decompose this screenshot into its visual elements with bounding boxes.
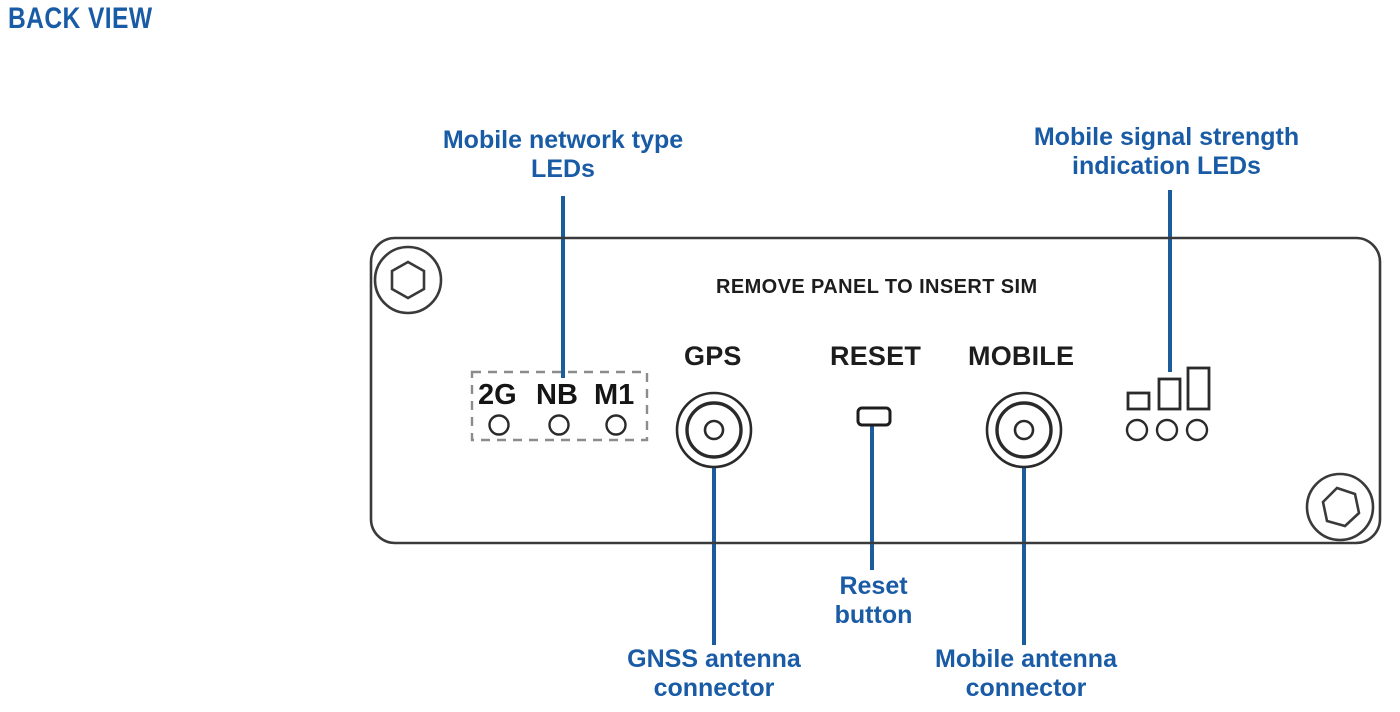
device-panel-outline	[369, 236, 1382, 545]
network-led-label-m1: M1	[594, 379, 635, 411]
callout-mobile-antenna-connector: Mobile antenna connector	[935, 645, 1117, 702]
signal-led-indicator-2	[1155, 418, 1179, 442]
gps-port-label: GPS	[684, 341, 742, 371]
screw-bottom-right-ring	[1305, 472, 1375, 542]
signal-led-indicators	[1125, 418, 1209, 442]
gps-connector-pin	[703, 419, 725, 441]
reset-port-label: RESET	[830, 341, 922, 371]
gps-connector-inner-ring	[685, 401, 743, 459]
signal-strength-bars	[1126, 366, 1211, 411]
mobile-connector[interactable]	[985, 391, 1063, 469]
callout-gnss-antenna-connector: GNSS antenna connector	[627, 645, 801, 702]
mobile-connector-outer-ring	[985, 391, 1063, 469]
gps-connector-outer-ring	[675, 391, 753, 469]
screw-top-left	[373, 245, 443, 315]
leader-lines	[561, 190, 1172, 645]
callout-mobile-network-type-leds: Mobile network type LEDs	[442, 126, 684, 183]
reset-button-slot[interactable]	[856, 406, 892, 427]
mobile-connector-inner-ring	[995, 401, 1053, 459]
signal-led-indicator-1	[1125, 418, 1149, 442]
screw-bottom-right	[1305, 472, 1375, 542]
signal-led-indicator-3	[1185, 418, 1209, 442]
callout-mobile-signal-strength-leds: Mobile signal strength indication LEDs	[1033, 123, 1300, 180]
led-indicator-m1	[605, 414, 627, 436]
callout-reset-button: Reset button	[834, 572, 913, 629]
page-title: BACK VIEW	[8, 2, 153, 35]
mobile-port-label: MOBILE	[968, 341, 1075, 371]
led-indicator-nb	[548, 414, 570, 436]
network-leds-dashed-box	[470, 370, 649, 442]
sim-notice-text: REMOVE PANEL TO INSERT SIM	[716, 276, 1038, 298]
screw-top-left-hex	[390, 260, 426, 300]
network-led-label-nb: NB	[536, 379, 578, 411]
mobile-connector-pin	[1013, 419, 1035, 441]
signal-bar-2	[1157, 377, 1182, 411]
led-indicator-2g	[488, 414, 510, 436]
signal-bar-3	[1186, 366, 1211, 411]
signal-bar-1	[1126, 391, 1151, 411]
gps-connector[interactable]	[675, 391, 753, 469]
screw-bottom-right-hex	[1321, 486, 1361, 528]
screw-top-left-ring	[373, 245, 443, 315]
network-led-label-2g: 2G	[478, 379, 517, 411]
network-led-indicators	[488, 414, 627, 436]
